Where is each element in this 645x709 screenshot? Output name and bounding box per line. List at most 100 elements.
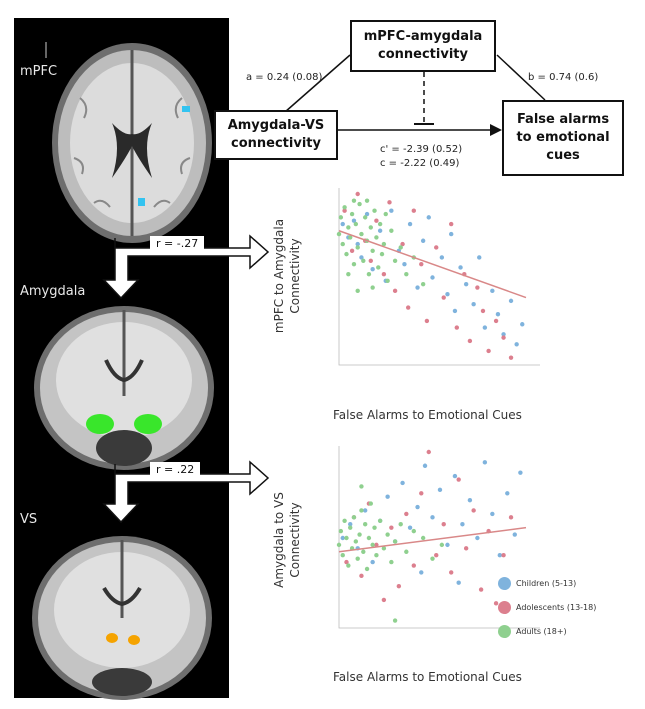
fit-line	[338, 526, 527, 553]
data-point-adolescents	[434, 245, 439, 250]
data-point-adults	[351, 515, 357, 520]
data-point-adults	[348, 235, 353, 240]
data-point-adults	[336, 542, 342, 548]
amygdala-highlight-left	[86, 414, 114, 434]
data-point-adults	[349, 211, 355, 217]
data-point-adults	[385, 532, 390, 537]
data-point-children	[456, 580, 461, 585]
data-point-children	[385, 494, 390, 499]
data-point-adults	[346, 563, 351, 568]
data-point-adolescents	[355, 191, 360, 197]
data-point-children	[415, 504, 420, 510]
outcome-box: False alarms to emotional cues	[502, 100, 624, 176]
data-point-adolescents	[411, 563, 416, 568]
data-point-adults	[340, 553, 345, 558]
data-point-children	[501, 332, 506, 337]
data-point-adolescents	[400, 241, 405, 247]
mpfc-highlight-b	[138, 198, 145, 206]
data-point-adolescents	[381, 597, 387, 603]
vs-highlight-left	[106, 633, 118, 643]
data-point-adults	[357, 532, 362, 537]
data-point-adolescents	[342, 208, 347, 213]
data-point-children	[460, 522, 465, 527]
data-point-adolescents	[467, 338, 473, 344]
data-point-children	[505, 491, 510, 496]
data-point-adults	[357, 201, 362, 207]
data-point-children	[419, 570, 424, 575]
data-point-adolescents	[441, 522, 446, 527]
data-point-adults	[404, 549, 409, 554]
axis-lines	[338, 446, 540, 629]
r-label-1: r = -.27	[150, 236, 205, 251]
r-label-2: r = .22	[150, 462, 201, 477]
data-point-children	[377, 228, 383, 233]
data-point-children	[340, 535, 345, 541]
data-point-children	[512, 532, 517, 537]
data-point-adults	[404, 271, 409, 277]
data-point-children	[407, 525, 413, 530]
legend-label-adolescents: Adolescents (13-18)	[516, 603, 597, 612]
data-point-children	[518, 470, 523, 475]
data-point-adolescents	[404, 511, 409, 517]
data-point-adults	[361, 258, 366, 263]
data-point-children	[348, 522, 353, 527]
legend-swatch-adolescents	[498, 601, 511, 614]
vs-highlight-right	[128, 635, 140, 645]
data-point-children	[402, 261, 407, 267]
data-point-children	[475, 535, 480, 541]
data-point-adolescents	[424, 318, 430, 324]
data-point-children	[370, 266, 375, 272]
data-point-children	[364, 211, 370, 217]
data-point-adults	[342, 205, 347, 210]
data-point-adolescents	[493, 318, 499, 324]
data-point-adults	[368, 501, 373, 506]
data-point-adults	[370, 542, 375, 548]
data-point-adolescents	[501, 335, 506, 340]
data-point-adults	[398, 245, 403, 250]
data-point-adults	[398, 522, 403, 527]
data-point-adults	[361, 549, 366, 554]
data-point-adults	[383, 211, 388, 217]
data-point-children	[463, 281, 469, 287]
data-point-adolescents	[368, 258, 373, 263]
data-point-adolescents	[486, 348, 491, 354]
data-point-adolescents	[454, 325, 460, 330]
path-a-label: a = 0.24 (0.08)	[246, 72, 323, 83]
data-point-children	[514, 342, 519, 347]
data-point-children	[445, 292, 450, 297]
data-point-adolescents	[508, 515, 514, 520]
coronal-brain-slice-vs	[32, 536, 212, 700]
data-point-children	[362, 508, 368, 513]
data-point-adults	[351, 198, 357, 203]
data-point-adolescents	[456, 477, 461, 482]
data-point-children	[495, 312, 501, 317]
data-point-adolescents	[389, 525, 394, 530]
data-point-children	[351, 218, 357, 223]
data-point-children	[407, 221, 413, 227]
data-point-adults	[359, 508, 364, 513]
data-point-adults	[379, 251, 385, 257]
data-point-adults	[344, 251, 349, 257]
scatter1-xlabel: False Alarms to Emotional Cues	[333, 408, 522, 422]
data-point-adults	[336, 231, 342, 237]
brain-images-panel: mPFC Amygdala VS	[14, 18, 229, 700]
data-point-adolescents	[396, 583, 402, 589]
data-point-adults	[372, 208, 377, 213]
path-c-label: c = -2.22 (0.49)	[380, 158, 460, 169]
data-point-adults	[364, 566, 370, 572]
predictor-box: Amygdala-VS connectivity	[214, 110, 338, 160]
data-point-adolescents	[478, 587, 484, 592]
scatter2-xlabel: False Alarms to Emotional Cues	[333, 670, 522, 684]
data-point-adolescents	[463, 546, 469, 551]
data-point-children	[497, 553, 503, 558]
data-point-adolescents	[374, 218, 379, 223]
legend-label-adults: Adults (18+)	[516, 627, 567, 636]
data-point-children	[439, 255, 445, 260]
data-point-adults	[368, 225, 373, 230]
data-point-children	[452, 473, 458, 479]
data-point-children	[437, 487, 443, 493]
data-point-children	[426, 215, 431, 220]
data-point-adults	[411, 528, 416, 534]
data-point-adults	[346, 225, 351, 230]
